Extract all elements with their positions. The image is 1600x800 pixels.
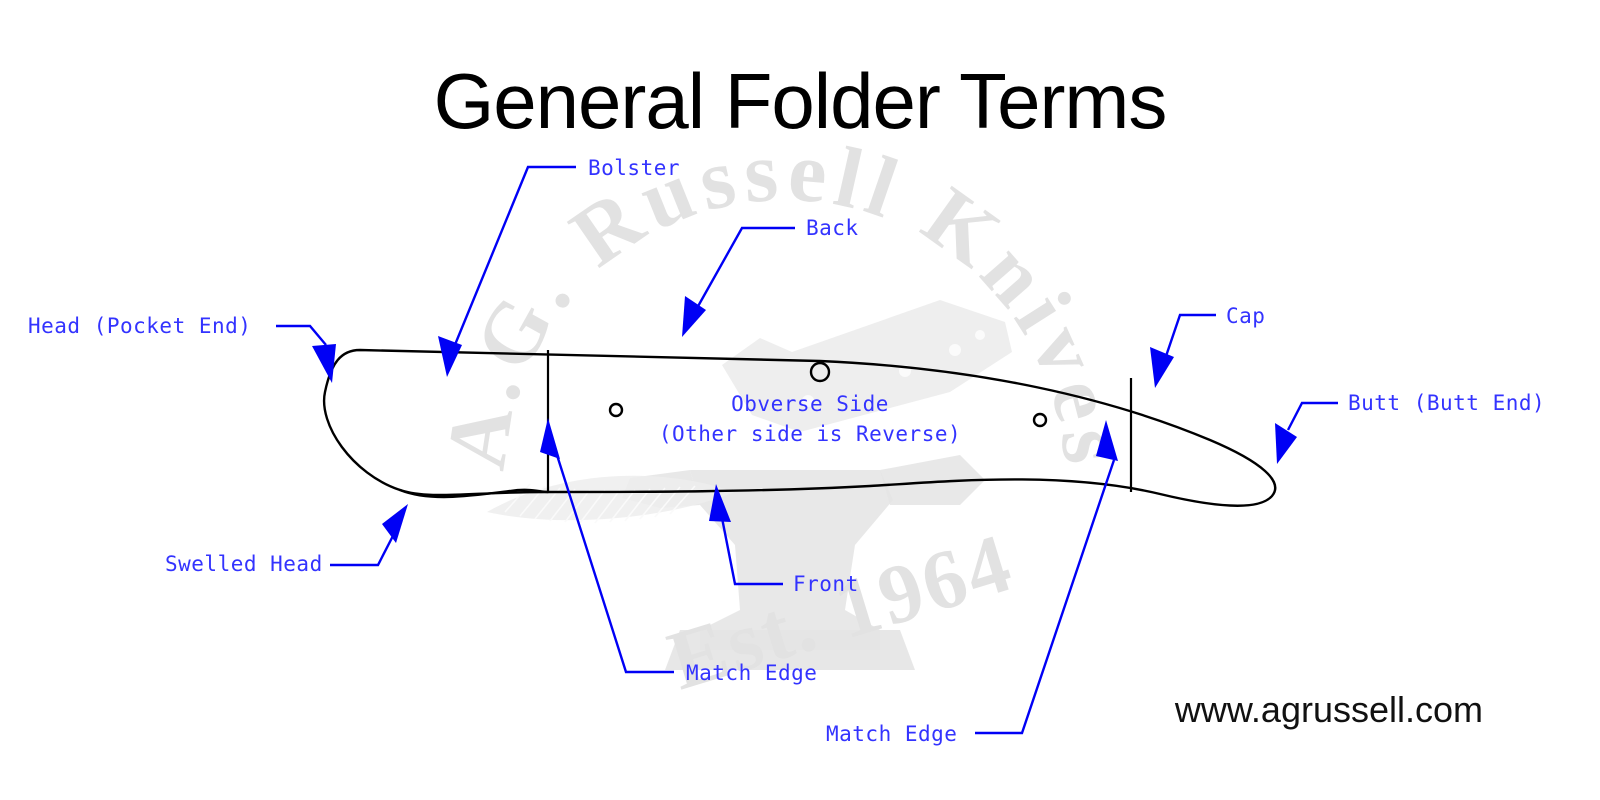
label-head-pocket-end: Head (Pocket End) xyxy=(28,314,251,338)
label-match-edge-left: Match Edge xyxy=(686,661,817,685)
website-url: www.agrussell.com xyxy=(1174,689,1483,730)
label-front: Front xyxy=(793,572,859,596)
knife-swelled-head-curve xyxy=(398,488,550,499)
pin-left xyxy=(608,402,624,418)
page-title: General Folder Terms xyxy=(434,57,1167,145)
leader-head xyxy=(276,324,336,383)
knife-handle-outline xyxy=(322,348,1277,507)
label-butt-end: Butt (Butt End) xyxy=(1348,391,1545,415)
leader-front xyxy=(709,484,783,586)
leader-swelled-head xyxy=(330,504,408,567)
label-bolster: Bolster xyxy=(588,156,680,180)
label-back: Back xyxy=(806,216,859,240)
label-cap: Cap xyxy=(1226,304,1265,328)
leader-cap xyxy=(1150,313,1216,388)
label-swelled-head: Swelled Head xyxy=(165,552,323,576)
label-match-edge-right: Match Edge xyxy=(826,722,957,746)
pin-right xyxy=(1032,412,1048,428)
leader-bolster xyxy=(438,165,576,377)
pin-center xyxy=(809,361,831,383)
leader-back xyxy=(682,226,795,337)
label-obverse-side: Obverse Side xyxy=(731,392,889,416)
leader-butt xyxy=(1275,401,1338,464)
leader-match-edge-left xyxy=(540,418,674,674)
label-reverse-note: (Other side is Reverse) xyxy=(659,422,961,446)
leader-match-edge-right xyxy=(975,420,1118,735)
